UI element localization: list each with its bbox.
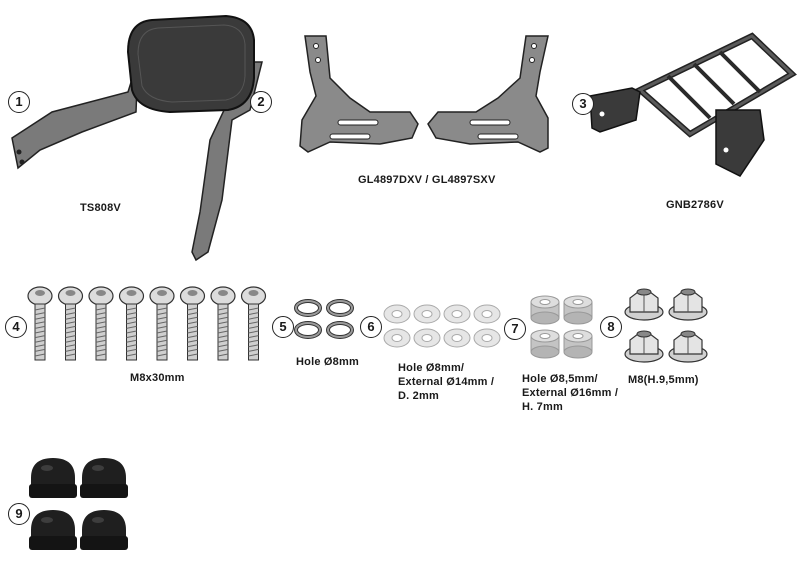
- item-number-8: 8: [600, 316, 622, 338]
- bolt: [118, 286, 145, 361]
- nut: [624, 288, 664, 321]
- bolt: [88, 286, 114, 361]
- item-number-6: 6: [360, 316, 382, 338]
- split-washer: [294, 321, 322, 339]
- bolt: [210, 286, 236, 361]
- flat-washer: [473, 328, 501, 348]
- label-flat-washers: Hole Ø8mm/ External Ø14mm / D. 2mm: [398, 361, 508, 403]
- flat-washer: [383, 304, 411, 324]
- label-gnb2786v: GNB2786V: [666, 199, 724, 211]
- bolt: [149, 286, 175, 361]
- split-washer: [294, 299, 322, 317]
- flat-washer: [413, 328, 441, 348]
- item-number-2: 2: [250, 91, 272, 113]
- bolt: [57, 286, 84, 361]
- nut-cap: [29, 458, 77, 498]
- spacers-line-1: Hole Ø8,5mm/: [522, 373, 598, 385]
- split-washer: [326, 321, 354, 339]
- flat-washer: [443, 328, 471, 348]
- label-nuts: M8(H.9,5mm): [628, 374, 699, 386]
- spacer: [530, 329, 560, 359]
- spacer: [563, 329, 593, 359]
- nut-cap: [29, 510, 77, 550]
- item-number-7: 7: [504, 318, 526, 340]
- nut: [624, 330, 664, 363]
- nut: [668, 288, 708, 321]
- spacer: [563, 295, 593, 325]
- spacers-line-3: H. 7mm: [522, 401, 563, 413]
- label-spacers: Hole Ø8,5mm/ External Ø16mm / H. 7mm: [522, 372, 632, 414]
- nut-cap: [80, 458, 128, 498]
- flat-washers-line-1: Hole Ø8mm/: [398, 362, 465, 374]
- spacer: [530, 295, 560, 325]
- item-number-5: 5: [272, 316, 294, 338]
- flat-washers-line-3: D. 2mm: [398, 390, 439, 402]
- flat-washer: [473, 304, 501, 324]
- item-number-3: 3: [572, 93, 594, 115]
- spacers-line-2: External Ø16mm /: [522, 387, 619, 399]
- item-number-1: 1: [8, 91, 30, 113]
- split-washer: [326, 299, 354, 317]
- bolt: [179, 286, 206, 361]
- label-bolts: M8x30mm: [130, 372, 185, 384]
- nut: [668, 330, 708, 363]
- label-ts808v: TS808V: [80, 202, 121, 214]
- nut-cap: [80, 510, 128, 550]
- flat-washer: [443, 304, 471, 324]
- flat-washers-line-2: External Ø14mm /: [398, 376, 495, 388]
- item-number-9: 9: [8, 503, 30, 525]
- label-split-washers: Hole Ø8mm: [296, 356, 359, 368]
- flat-washer: [413, 304, 441, 324]
- bolt: [240, 286, 267, 361]
- flat-washer: [383, 328, 411, 348]
- bolt: [27, 286, 53, 361]
- item-number-4: 4: [5, 316, 27, 338]
- label-plates: GL4897DXV / GL4897SXV: [358, 174, 496, 186]
